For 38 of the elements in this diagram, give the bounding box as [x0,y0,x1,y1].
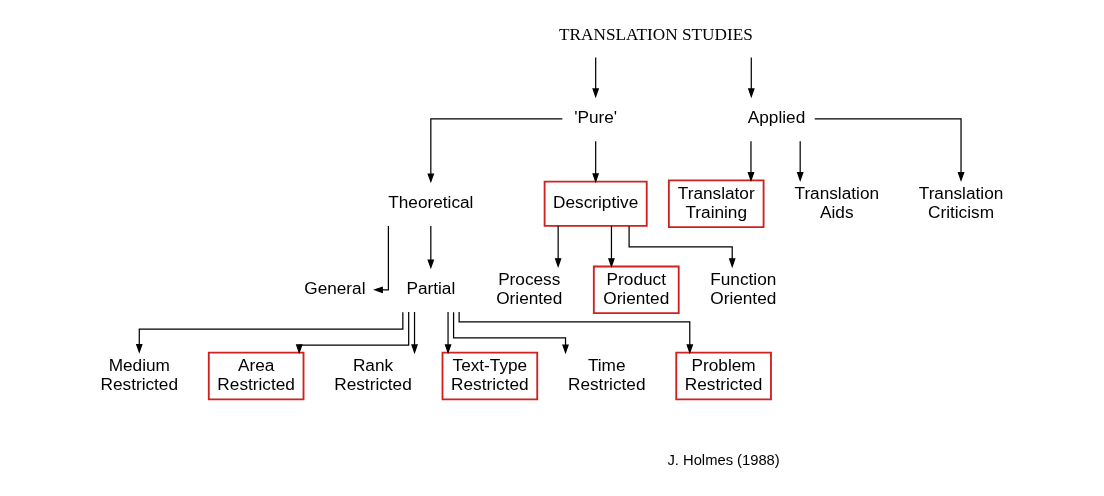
node-text: General [304,278,366,299]
arrow [427,225,435,270]
node-text: Time Restricted [567,355,646,394]
arrow [295,311,410,355]
arrow [452,311,569,355]
node-box: Translator Training [667,179,765,228]
node-box: Area Restricted [207,351,305,401]
node-text: Translation Aids [794,183,880,222]
node-text: Translation Criticism [918,183,1004,222]
arrow [554,225,562,269]
label: J. Holmes (1988) [667,451,780,468]
node-text: Rank Restricted [334,355,412,394]
node-text: TRANSLATION STUDIES [559,24,753,44]
arrow [411,311,418,355]
arrow [628,225,736,269]
arrow [444,311,452,355]
node-box: Descriptive [543,180,648,227]
node-text: Medium Restricted [100,355,179,394]
node-box: Product Oriented [592,265,680,315]
node-text: Function Oriented [710,269,777,308]
node-text: Applied [747,107,806,128]
arrow [592,57,600,99]
node-text: Theoretical [388,192,474,213]
arrow [814,118,965,182]
arrow [135,311,404,354]
arrow [608,225,615,269]
arrow [796,140,804,182]
arrow [458,311,694,355]
node-text: Process Oriented [496,269,563,308]
node-box: Text-Type Restricted [441,351,539,401]
node-text: 'Pure' [574,107,618,128]
arrow [747,140,755,182]
arrow [373,225,389,294]
arrow [592,140,600,184]
node-text: Partial [406,278,456,299]
node-box: Problem Restricted [675,351,772,401]
arrow [747,57,755,99]
arrow [427,118,563,184]
